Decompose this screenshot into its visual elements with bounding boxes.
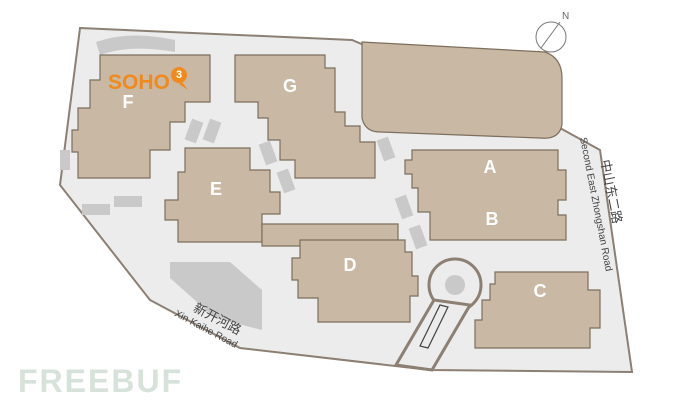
compass-north-label: N xyxy=(562,11,569,22)
building-label-D: D xyxy=(344,255,357,275)
building-labels: F G E A B D C xyxy=(123,76,547,301)
building-label-G: G xyxy=(283,76,297,96)
building-F xyxy=(71,54,211,179)
plaza-southwest xyxy=(170,262,262,330)
building-label-F: F xyxy=(123,92,134,112)
building-A-B xyxy=(404,149,567,241)
parking-block xyxy=(361,41,563,139)
logo-superscript: 3 xyxy=(176,69,182,81)
building-label-C: C xyxy=(534,281,547,301)
building-D xyxy=(291,239,419,323)
building-label-E: E xyxy=(210,179,222,199)
plaza-northwest xyxy=(96,35,175,55)
watermark-text: FREEBUF xyxy=(18,363,183,399)
logo-badge xyxy=(171,67,187,83)
building-label-B: B xyxy=(486,209,499,229)
soho3-logo: SOHO 3 xyxy=(108,67,188,94)
building-label-A: A xyxy=(484,157,497,177)
roundabout xyxy=(393,257,483,372)
logo-brand-text: SOHO xyxy=(108,71,170,94)
logo-badge-tail xyxy=(179,82,188,90)
building-G xyxy=(234,54,376,179)
compass-icon: N xyxy=(535,11,569,53)
building-C xyxy=(474,271,601,349)
